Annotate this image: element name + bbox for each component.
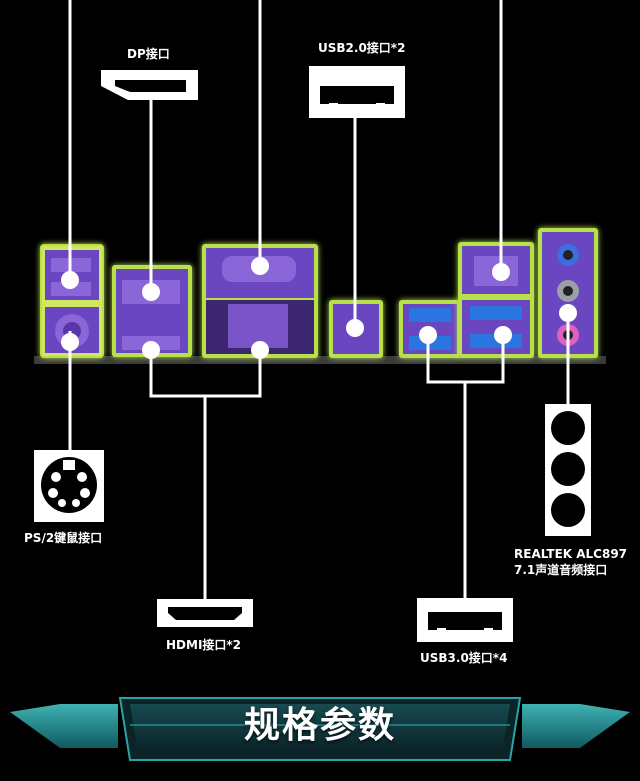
ps2-label: PS/2键鼠接口 — [24, 531, 103, 545]
usb30-block — [399, 300, 461, 358]
usb-a-icon — [417, 598, 513, 642]
hdmi-label: HDMI接口*2 — [166, 638, 242, 652]
usb30-label: USB3.0接口*4 — [420, 651, 508, 665]
audio-label-line2: 7.1声道音频接口 — [514, 563, 608, 577]
audio-jack-icon — [545, 404, 591, 536]
connector-dots — [61, 257, 577, 359]
lan-usb30-stack — [458, 242, 534, 358]
audio-stack — [538, 228, 598, 358]
displayport-icon — [101, 70, 198, 100]
section-banner — [10, 697, 630, 761]
usb-a-icon — [309, 66, 405, 118]
connector-lines — [68, 0, 570, 600]
hdmi-icon — [157, 599, 253, 627]
usb20-label: USB2.0接口*2 — [318, 41, 406, 55]
banner-title: 规格参数 — [243, 705, 396, 746]
board-shelf — [34, 356, 606, 364]
ps2-icon — [34, 450, 104, 522]
dp-label: DP接口 — [127, 47, 170, 61]
audio-label-line1: REALTEK ALC897 — [514, 547, 628, 561]
